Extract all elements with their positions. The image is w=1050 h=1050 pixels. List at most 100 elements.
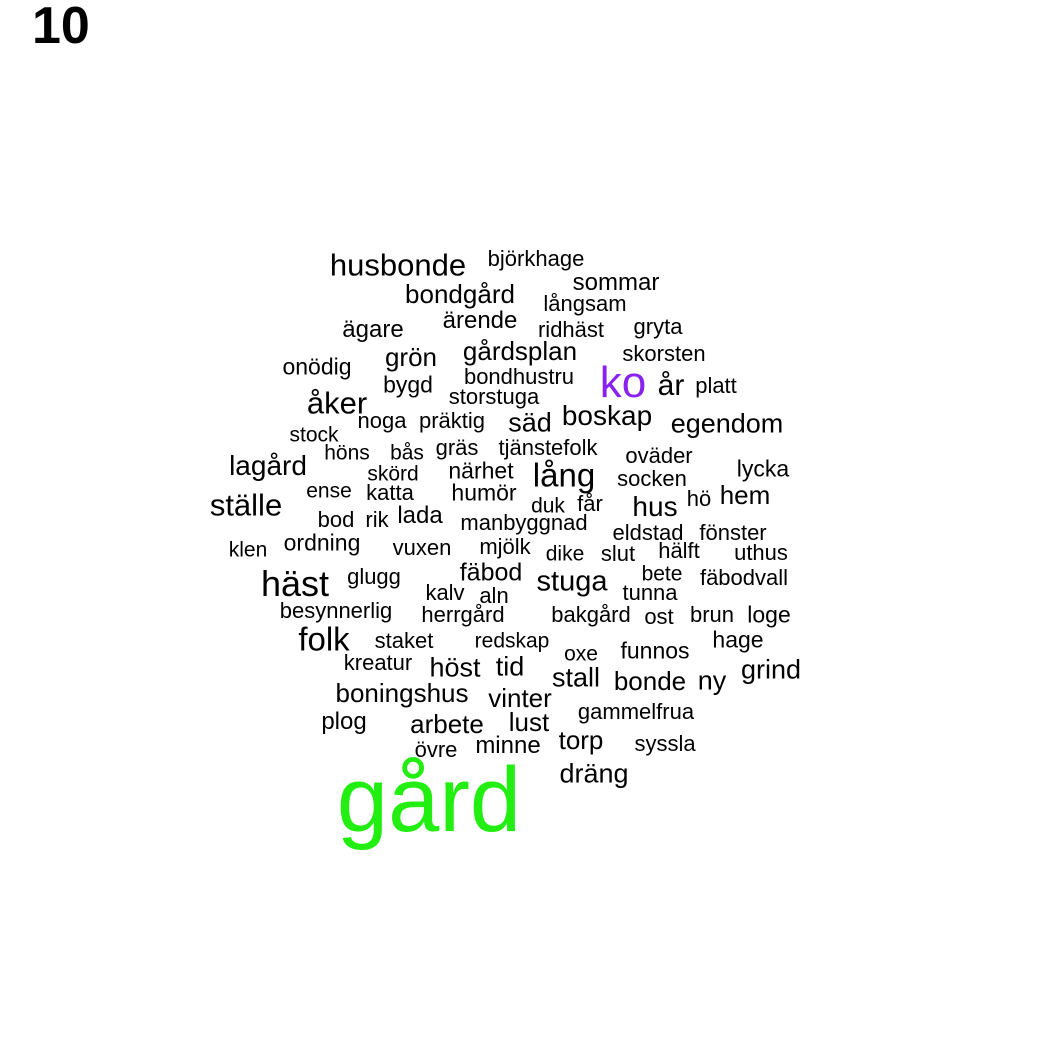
word-gryta: gryta: [633, 314, 683, 339]
word-lust: lust: [508, 707, 550, 737]
word-brun: brun: [689, 602, 735, 627]
word-ny: ny: [697, 665, 727, 696]
word-ar: år: [657, 369, 685, 402]
word-sommar: sommar: [572, 269, 660, 296]
word-herrgard: herrgård: [421, 602, 505, 627]
word-praktig: präktig: [418, 408, 486, 433]
word-ho: hö: [686, 486, 712, 511]
word-far: får: [577, 491, 603, 516]
word-glugg: glugg: [347, 564, 401, 589]
word-rik: rik: [365, 507, 389, 532]
word-gardsplan: gårdsplan: [462, 336, 578, 366]
word-lagard: lagård: [229, 450, 307, 481]
word-host: höst: [429, 652, 481, 683]
word-ordning: ordning: [283, 529, 361, 556]
word-gron: grön: [384, 342, 438, 372]
word-ovre: övre: [414, 737, 458, 762]
word-stalle: ställe: [209, 487, 283, 523]
word-ridhast: ridhäst: [537, 317, 605, 342]
word-hage: hage: [712, 626, 764, 653]
word-klen: klen: [228, 538, 268, 562]
word-slut: slut: [600, 541, 636, 566]
word-staket: staket: [374, 628, 434, 653]
word-bod: bod: [317, 507, 355, 532]
word-lada: lada: [397, 502, 443, 529]
word-duk: duk: [531, 494, 565, 518]
word-minne: minne: [475, 732, 541, 759]
word-platt: platt: [695, 373, 737, 398]
word-vinter: vinter: [488, 683, 552, 713]
word-ko: ko: [599, 358, 647, 407]
panel-label: 10: [32, 0, 90, 55]
word-bondhustru: bondhustru: [463, 364, 575, 389]
word-kalv: kalv: [425, 580, 465, 605]
word-syssla: syssla: [634, 731, 696, 756]
word-agare: ägare: [342, 316, 404, 343]
word-fabod: fäbod: [459, 558, 523, 587]
word-halft: hälft: [658, 538, 700, 563]
word-folk: folk: [298, 620, 350, 658]
word-uthus: uthus: [734, 540, 788, 565]
word-aln: aln: [479, 583, 509, 608]
word-vuxen: vuxen: [392, 535, 452, 560]
word-drang: dräng: [559, 758, 629, 789]
word-humor: humör: [451, 479, 517, 506]
word-bygd: bygd: [383, 371, 433, 398]
word-bondgard: bondgård: [405, 279, 515, 309]
word-onodig: onödig: [282, 353, 352, 380]
word-stuga: stuga: [536, 565, 608, 598]
word-narhet: närhet: [448, 457, 514, 484]
word-bakgard: bakgård: [551, 602, 631, 627]
word-aker: åker: [306, 385, 368, 421]
word-oxe: oxe: [564, 642, 598, 666]
word-stock: stock: [289, 423, 339, 447]
word-noga: noga: [357, 408, 407, 433]
word-bete: bete: [641, 562, 683, 586]
word-husbonde: husbonde: [329, 247, 467, 283]
word-katta: katta: [366, 480, 414, 505]
word-egendom: egendom: [670, 408, 784, 439]
word-gras: gräs: [435, 435, 479, 460]
word-arende: ärende: [442, 307, 518, 334]
word-boningshus: boningshus: [335, 678, 469, 708]
word-grind: grind: [740, 654, 802, 685]
word-storstuga: storstuga: [448, 384, 540, 409]
word-mjolk: mjölk: [479, 534, 531, 559]
word-arbete: arbete: [410, 709, 484, 739]
word-fonster: fönster: [699, 520, 767, 545]
word-loge: loge: [747, 601, 791, 628]
word-ovader: oväder: [625, 443, 693, 468]
word-socken: socken: [617, 466, 687, 491]
word-bas: bås: [390, 441, 424, 465]
word-eldstad: eldstad: [612, 520, 684, 545]
word-gard: gård: [336, 749, 522, 851]
word-tjanstefolk: tjänstefolk: [498, 435, 598, 460]
word-funnos: funnos: [620, 637, 690, 664]
word-lycka: lycka: [736, 455, 790, 482]
word-bonde: bonde: [613, 666, 687, 696]
word-bjorkhage: björkhage: [487, 246, 585, 271]
word-dike: dike: [545, 542, 585, 566]
word-hons: höns: [324, 441, 370, 465]
word-lang: lång: [532, 456, 596, 494]
word-skorsten: skorsten: [622, 341, 706, 366]
word-ense: ense: [306, 479, 352, 503]
word-redskap: redskap: [474, 629, 550, 653]
word-hus: hus: [632, 491, 678, 522]
word-tunna: tunna: [622, 580, 678, 605]
word-plog: plog: [321, 708, 367, 735]
word-torp: torp: [558, 725, 604, 755]
word-tid: tid: [495, 651, 525, 682]
word-boskap: boskap: [561, 400, 653, 431]
word-skord: skörd: [367, 462, 419, 486]
word-kreatur: kreatur: [343, 650, 413, 675]
word-stall: stall: [551, 662, 601, 693]
word-sad: säd: [508, 407, 552, 438]
word-ost: ost: [644, 604, 674, 629]
word-hem: hem: [719, 480, 771, 510]
word-gammelfrua: gammelfrua: [577, 699, 695, 724]
word-langsam: långsam: [543, 291, 627, 316]
word-besynnerlig: besynnerlig: [279, 598, 393, 623]
